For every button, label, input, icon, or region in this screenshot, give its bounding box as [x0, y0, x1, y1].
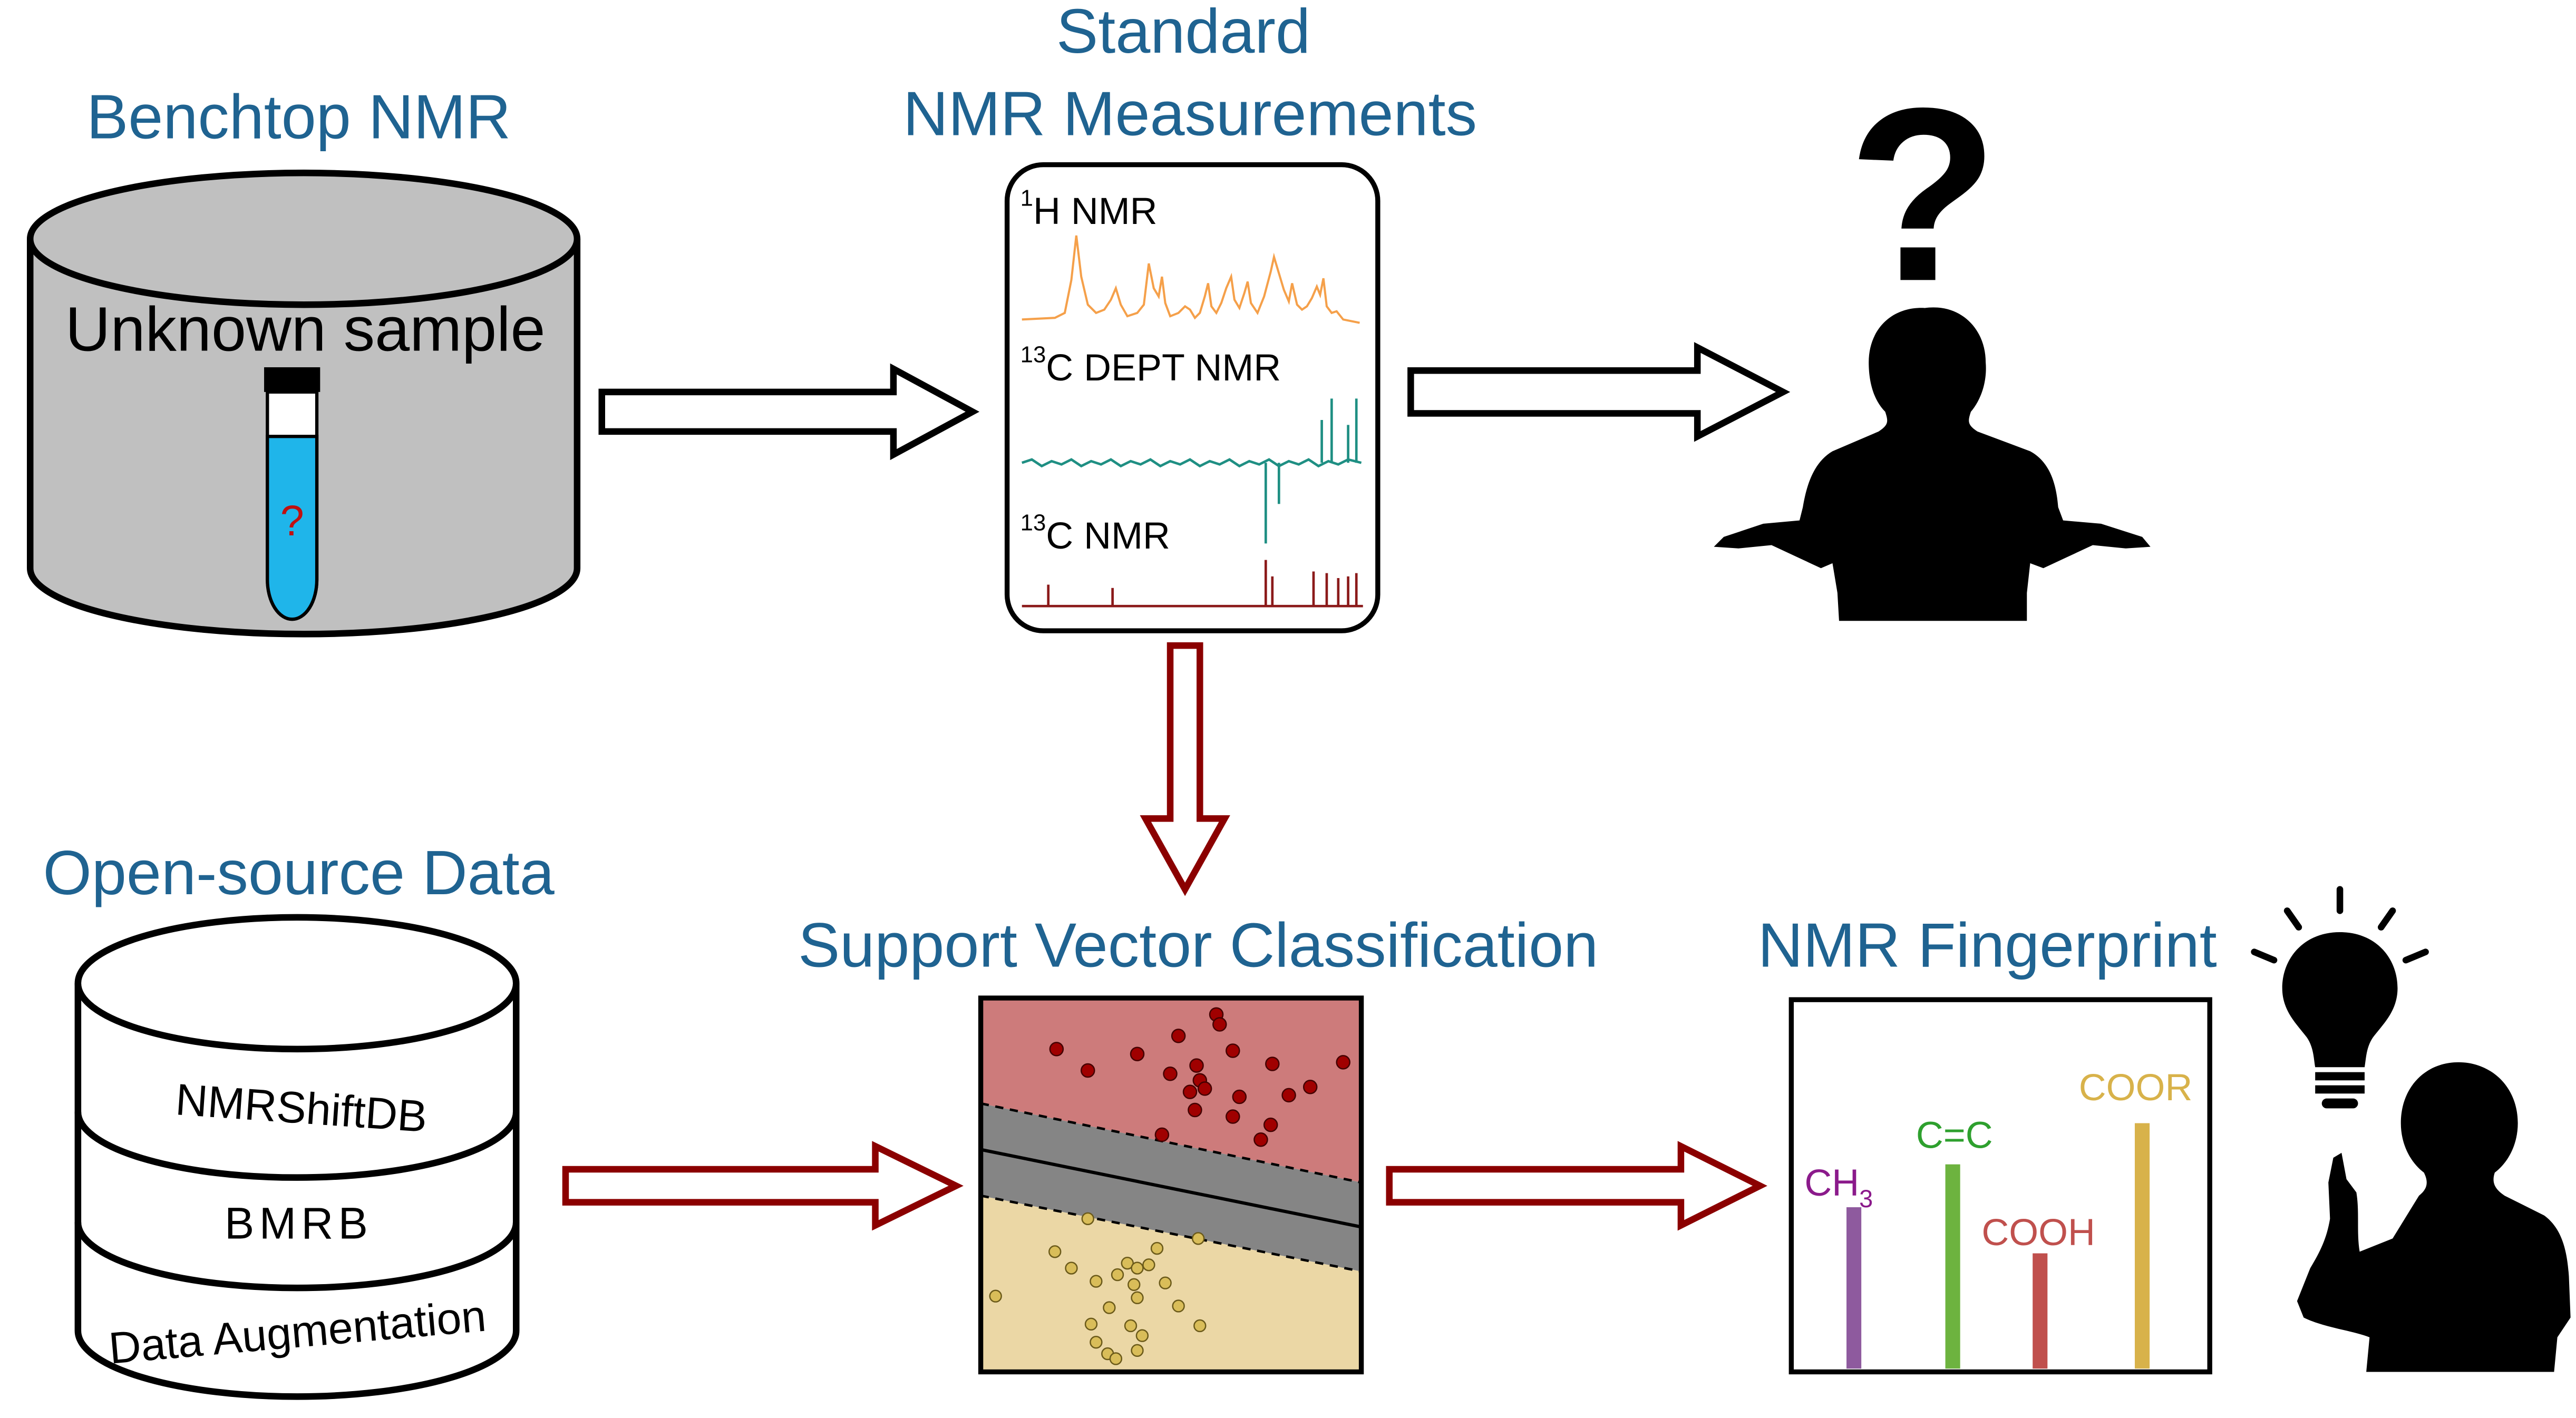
- h1-nmr-label: 1H NMR: [1020, 185, 1158, 232]
- class-a-point: [1281, 1088, 1296, 1103]
- lightbulb-icon: [2251, 886, 2429, 1109]
- class-b-point: [1090, 1336, 1103, 1349]
- db-layer-bmrb: BMRB: [225, 1198, 373, 1248]
- class-a-point: [1163, 1067, 1178, 1081]
- idea-person-silhouette: [2297, 1062, 2571, 1372]
- class-b-point: [1131, 1344, 1144, 1357]
- class-a-point: [1253, 1132, 1268, 1147]
- measurements-panel: [1004, 162, 1381, 633]
- class-b-point: [1142, 1258, 1155, 1272]
- label-cooh: COOH: [1981, 1211, 2095, 1254]
- dept-nmr-label: 13C DEPT NMR: [1020, 342, 1281, 389]
- class-b-point: [1090, 1275, 1103, 1288]
- class-b-point: [1193, 1319, 1207, 1333]
- arrow-down-to-svc: [1140, 642, 1230, 896]
- class-a-point: [1226, 1043, 1240, 1058]
- class-b-point: [1111, 1268, 1124, 1282]
- class-b-point: [1065, 1261, 1078, 1275]
- class-b-point: [1191, 1232, 1205, 1245]
- c13-spectrum: [1022, 560, 1363, 608]
- confused-person-silhouette: [1714, 307, 2151, 621]
- class-b-point: [1121, 1257, 1134, 1270]
- class-a-point: [1263, 1117, 1278, 1132]
- svc-heading: Support Vector Classification: [798, 911, 1598, 981]
- class-a-point: [1081, 1063, 1095, 1078]
- margin-upper: [980, 1102, 1362, 1184]
- class-b-point: [1159, 1276, 1172, 1289]
- class-b-point: [1124, 1319, 1138, 1333]
- benchtop-heading: Benchtop NMR: [86, 82, 511, 152]
- fingerprint-heading: NMR Fingerprint: [1758, 911, 2217, 981]
- tube-question-mark: ?: [280, 497, 304, 545]
- class-b-point: [1109, 1352, 1123, 1365]
- svc-plot: [978, 995, 1364, 1375]
- label-ch3: CH3: [1804, 1162, 1873, 1212]
- class-a-point: [1130, 1047, 1145, 1062]
- standard-heading-line1: Standard: [1056, 0, 1310, 66]
- class-b-point: [1172, 1299, 1185, 1313]
- class-a-point: [1171, 1029, 1186, 1043]
- class-a-point: [1302, 1080, 1318, 1094]
- class-b-point: [1127, 1278, 1141, 1292]
- class-b-point: [1084, 1317, 1098, 1331]
- class-a-points: [1049, 1007, 1350, 1147]
- standard-heading-line2: NMR Measurements: [903, 79, 1477, 149]
- decision-boundary: [980, 1148, 1362, 1229]
- arrow-db-to-svc: [562, 1141, 964, 1231]
- class-a-point: [1212, 1017, 1227, 1032]
- class-a-point: [1182, 1084, 1198, 1099]
- sample-tube: [264, 367, 320, 621]
- h1-spectrum: [1022, 235, 1360, 324]
- database-cylinder: [74, 914, 520, 1400]
- class-a-point: [1226, 1109, 1240, 1124]
- arrow-svc-to-fingerprint: [1386, 1141, 1767, 1231]
- class-b-point: [1135, 1329, 1149, 1342]
- dept-spectrum: [1022, 398, 1362, 544]
- class-b-point: [989, 1289, 1002, 1303]
- svc-frame: [978, 995, 1364, 1375]
- open-source-heading: Open-source Data: [43, 838, 555, 908]
- arrow-to-measurements: [598, 363, 980, 461]
- class-b-point: [1048, 1245, 1062, 1258]
- class-a-point: [1232, 1089, 1247, 1104]
- label-cc: C=C: [1916, 1114, 1993, 1156]
- class-a-point: [1188, 1102, 1202, 1118]
- class-a-point: [1197, 1081, 1212, 1096]
- person-question-mark: ?: [1848, 57, 1998, 333]
- class-a-point: [1154, 1127, 1170, 1142]
- unknown-sample-label: Unknown sample: [65, 295, 546, 365]
- class-b-point: [1103, 1301, 1116, 1314]
- class-a-point: [1049, 1042, 1064, 1057]
- class-a-point: [1189, 1058, 1204, 1073]
- class-b-point: [1150, 1241, 1164, 1255]
- arrow-to-person: [1407, 342, 1791, 442]
- c13-nmr-label: 13C NMR: [1020, 510, 1170, 556]
- class-b-point: [1131, 1291, 1144, 1305]
- class-b-points: [989, 1212, 1207, 1365]
- margin-lower: [980, 1194, 1362, 1273]
- class-a-point: [1336, 1055, 1350, 1070]
- class-a-point: [1265, 1057, 1280, 1071]
- fingerprint-bars: [1846, 1123, 2150, 1369]
- label-coor: COOR: [2079, 1067, 2193, 1109]
- class-b-point: [1081, 1212, 1094, 1226]
- class-b-point: [1131, 1261, 1144, 1275]
